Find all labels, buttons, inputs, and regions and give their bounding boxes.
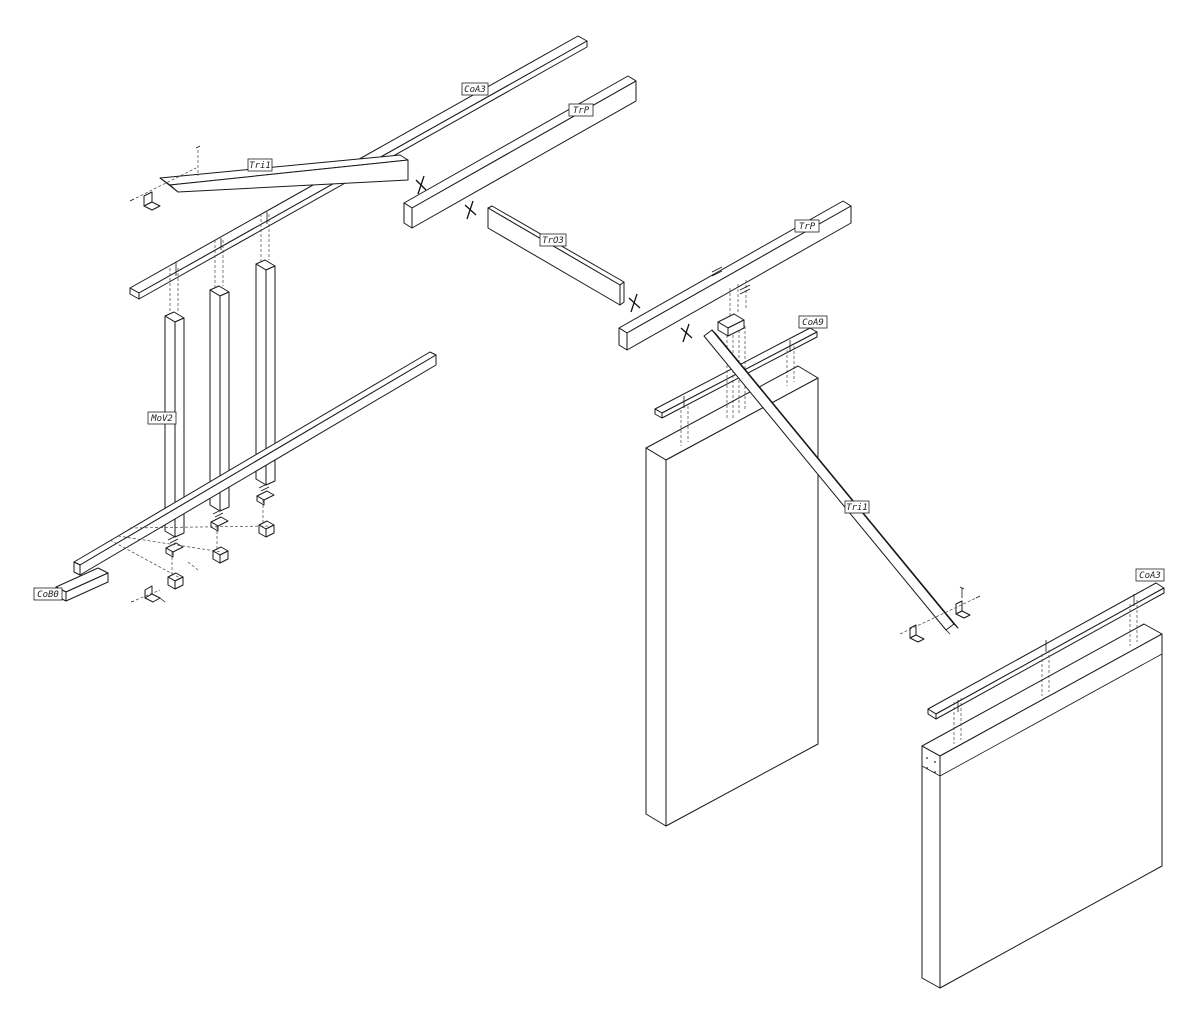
column-mov2-2	[209, 285, 230, 512]
svg-text:CoA3: CoA3	[1139, 571, 1161, 581]
joint-marks	[415, 175, 693, 343]
column-mov2-1	[164, 311, 185, 538]
label-coa3-top: CoA3	[461, 82, 489, 96]
svg-text:CoA3: CoA3	[464, 85, 486, 95]
svg-text:TrP: TrP	[799, 222, 816, 232]
label-cob0: CoB0	[33, 587, 63, 601]
svg-text:TrP: TrP	[573, 106, 590, 116]
label-tro3: TrO3	[539, 233, 567, 247]
label-trp-mid: TrP	[794, 219, 820, 233]
brace-tri1-diagonal	[703, 329, 959, 635]
column-mov2-3	[255, 259, 276, 486]
svg-text:CoB0: CoB0	[37, 590, 59, 600]
foot-brackets-diagonal	[899, 586, 981, 643]
column-dashed-connectors	[169, 212, 270, 314]
svg-text:Tri1: Tri1	[249, 161, 271, 171]
bracket-trp-mid	[711, 266, 751, 337]
beam-coa3-right	[927, 582, 1165, 720]
label-tri1-diagonal: Tri1	[844, 500, 870, 514]
foot-brackets-left	[109, 483, 275, 590]
brace-tri1-top	[159, 154, 409, 193]
beam-lower-left	[73, 351, 437, 576]
label-coa3-right: CoA3	[1135, 568, 1165, 582]
beam-trp-mid	[618, 200, 852, 351]
bracket-bottom-left	[130, 561, 199, 603]
svg-text:TrO3: TrO3	[542, 236, 564, 246]
label-tri1-top: Tri1	[247, 158, 273, 172]
beam-trp-top	[403, 75, 637, 229]
bracket-tri1-top	[129, 145, 201, 211]
beam-tro3	[487, 205, 625, 306]
svg-text:Tri1: Tri1	[846, 503, 868, 513]
label-mov2: MoV2	[147, 411, 177, 425]
panel-right	[921, 600, 1163, 989]
svg-text:CoA9: CoA9	[802, 318, 824, 328]
panel-middle	[645, 326, 819, 827]
label-trp-top: TrP	[568, 103, 594, 117]
svg-text:MoV2: MoV2	[150, 414, 173, 424]
label-coa9: CoA9	[798, 315, 828, 329]
